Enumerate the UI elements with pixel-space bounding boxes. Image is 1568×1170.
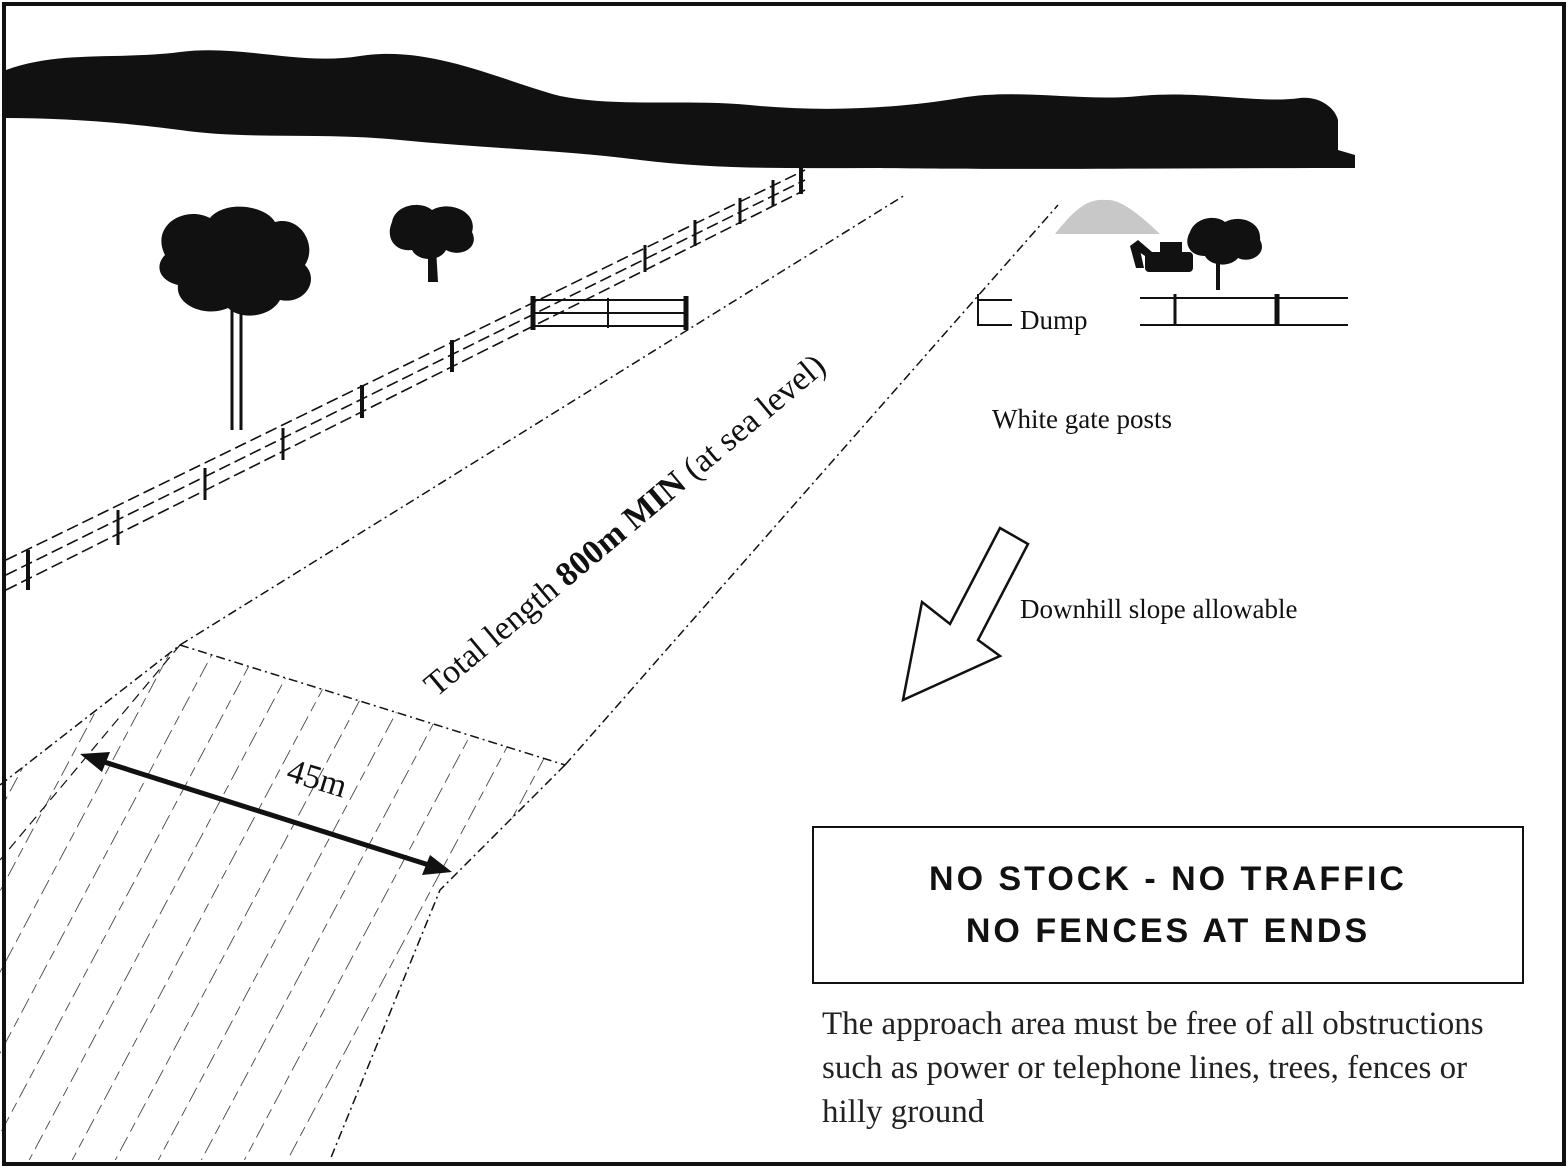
width-dimension-arrow xyxy=(80,752,452,875)
white-gate-post-left xyxy=(977,294,1012,326)
dump-pile xyxy=(1055,199,1160,234)
notice-line-1: NO STOCK - NO TRAFFIC xyxy=(929,860,1407,898)
downhill-slope-label: Downhill slope allowable xyxy=(1020,594,1297,624)
treeline-silhouette xyxy=(6,50,1355,169)
approach-area xyxy=(0,644,566,1161)
excavator-icon xyxy=(1130,240,1193,272)
total-length-value: 800m MIN xyxy=(549,464,694,594)
downhill-slope-arrow-icon xyxy=(901,526,1030,703)
white-gate-posts-label: White gate posts xyxy=(992,404,1172,434)
field-gate xyxy=(530,296,689,330)
notice-box: NO STOCK - NO TRAFFIC NO FENCES AT ENDS xyxy=(812,826,1524,984)
notice-line-2: NO FENCES AT ENDS xyxy=(965,912,1371,950)
tree-near-dump-icon xyxy=(1187,217,1262,290)
runway-strip xyxy=(179,194,1059,766)
approach-area-note: The approach area must be free of all ob… xyxy=(822,1006,1484,1130)
total-length-suffix: (at sea level) xyxy=(669,347,832,492)
left-fence xyxy=(5,168,806,591)
total-length-prefix: Total length xyxy=(417,566,572,705)
small-tree-icon xyxy=(389,204,474,282)
right-fence xyxy=(1140,294,1348,326)
dump-label: Dump xyxy=(1020,305,1088,335)
total-length-label: Total length 800m MIN (at sea level) xyxy=(417,347,832,704)
large-tree-icon xyxy=(159,206,311,430)
